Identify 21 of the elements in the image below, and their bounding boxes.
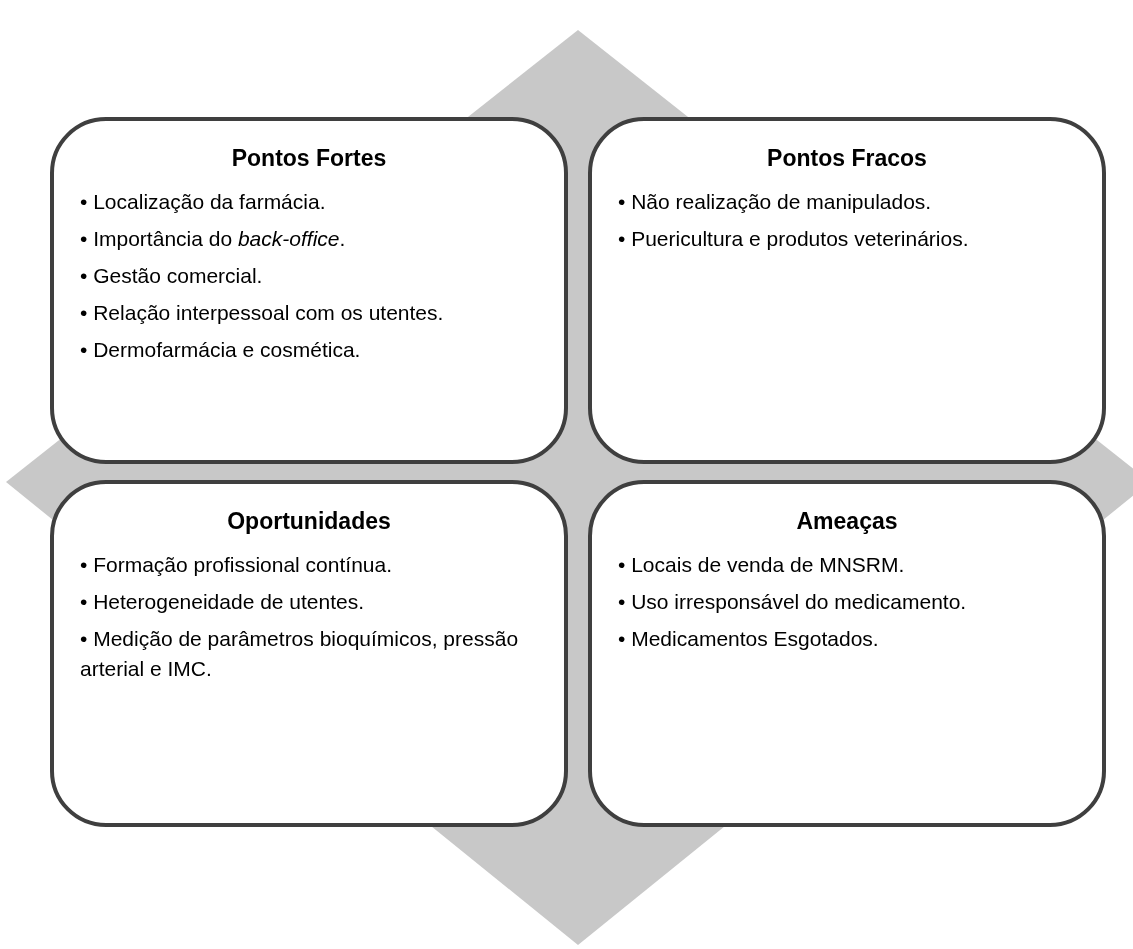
bullet-item: • Relação interpessoal com os utentes. [80, 300, 445, 326]
bullet-item: • Dermofarmácia e cosmética. [80, 337, 362, 363]
quadrant-box [588, 480, 1106, 827]
bullet-item: • Localização da farmácia. [80, 189, 327, 215]
quadrant-heading: Pontos Fracos [766, 144, 928, 173]
quadrant-heading: Oportunidades [226, 507, 392, 536]
bullet-item: • Medicamentos Esgotados. [618, 626, 880, 652]
bullet-item: • Medição de parâmetros bioquímicos, pressão arterial e IMC. [80, 626, 520, 682]
bullet-item: • Não realização de manipulados. [618, 189, 933, 215]
quadrant-box [50, 480, 568, 827]
bullet-item: • Gestão comercial. [80, 263, 264, 289]
quadrant-box [588, 117, 1106, 464]
quadrant-heading: Ameaças [795, 507, 899, 536]
quadrant-box [50, 117, 568, 464]
bullet-item: • Uso irresponsável do medicamento. [618, 589, 968, 615]
quadrant-heading: Pontos Fortes [230, 144, 388, 173]
bullet-item: • Heterogeneidade de utentes. [80, 589, 366, 615]
bullet-item: • Formação profissional contínua. [80, 552, 393, 578]
bullet-item: • Importância do back-office. [80, 226, 347, 252]
bullet-item: • Locais de venda de MNSRM. [618, 552, 906, 578]
bullet-item: • Puericultura e produtos veterinários. [618, 226, 970, 252]
